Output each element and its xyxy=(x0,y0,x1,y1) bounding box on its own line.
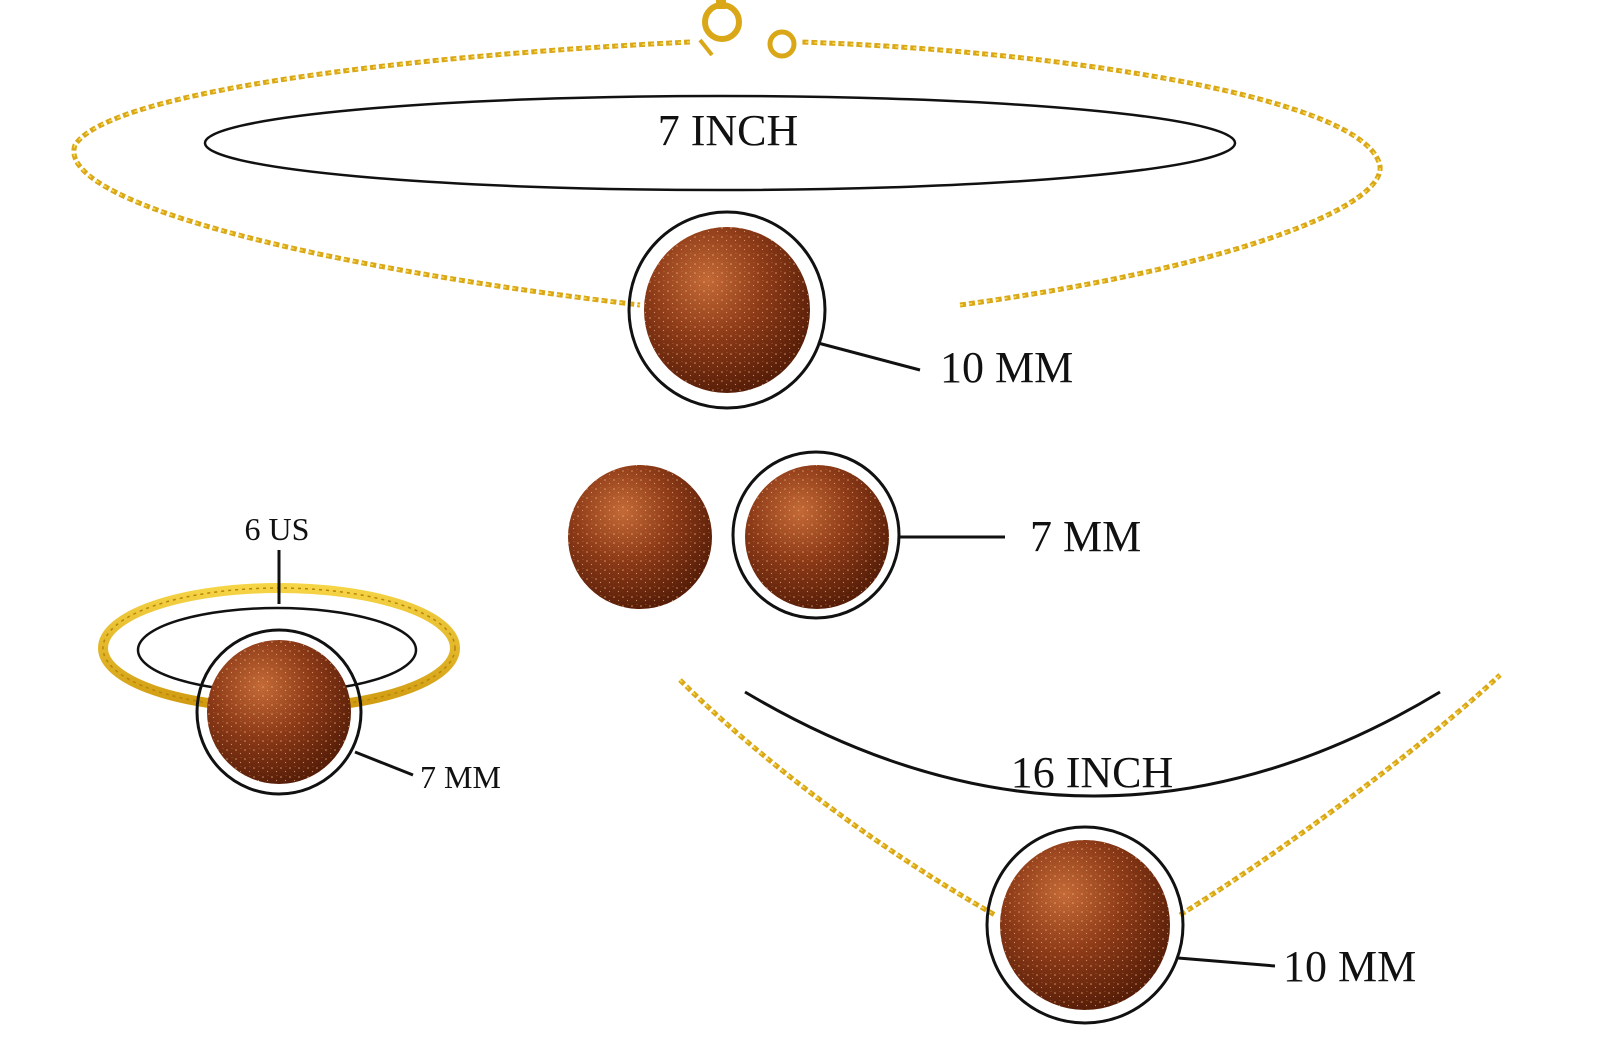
ring-bead-leader-line xyxy=(354,750,414,777)
earrings: 7 MM xyxy=(568,450,1141,620)
ring-bead-size-label: 7 MM xyxy=(420,759,501,795)
bracelet: 7 INCH 10 MM xyxy=(71,0,1383,410)
clasp-icon xyxy=(698,0,797,59)
necklace-bead-callout-circle xyxy=(985,825,1185,1025)
bracelet-bead xyxy=(644,227,810,393)
bracelet-length-ellipse xyxy=(203,94,1237,192)
earring-right xyxy=(745,465,889,609)
necklace-length-arc xyxy=(744,690,1441,798)
ring-bead xyxy=(207,640,351,784)
necklace-bead-leader-line xyxy=(1177,956,1276,968)
necklace-length-label: 16 INCH xyxy=(1011,748,1174,797)
bracelet-bead-leader-line xyxy=(817,341,921,372)
necklace: 16 INCH 10 MM xyxy=(678,673,1502,1025)
earring-callout-circle xyxy=(731,450,901,620)
necklace-bead xyxy=(1000,840,1170,1010)
bracelet-bead-callout-circle xyxy=(627,210,827,410)
ring: 6 US 7 MM xyxy=(98,511,501,796)
earring-bead-size-label: 7 MM xyxy=(1030,512,1141,561)
bracelet-bead-size-label: 10 MM xyxy=(940,343,1073,392)
ring-size-label: 6 US xyxy=(245,511,310,547)
necklace-bead-size-label: 10 MM xyxy=(1283,942,1416,991)
earring-left xyxy=(568,465,712,609)
ring-bead-callout-circle xyxy=(195,628,363,796)
bracelet-length-label: 7 INCH xyxy=(658,106,799,155)
